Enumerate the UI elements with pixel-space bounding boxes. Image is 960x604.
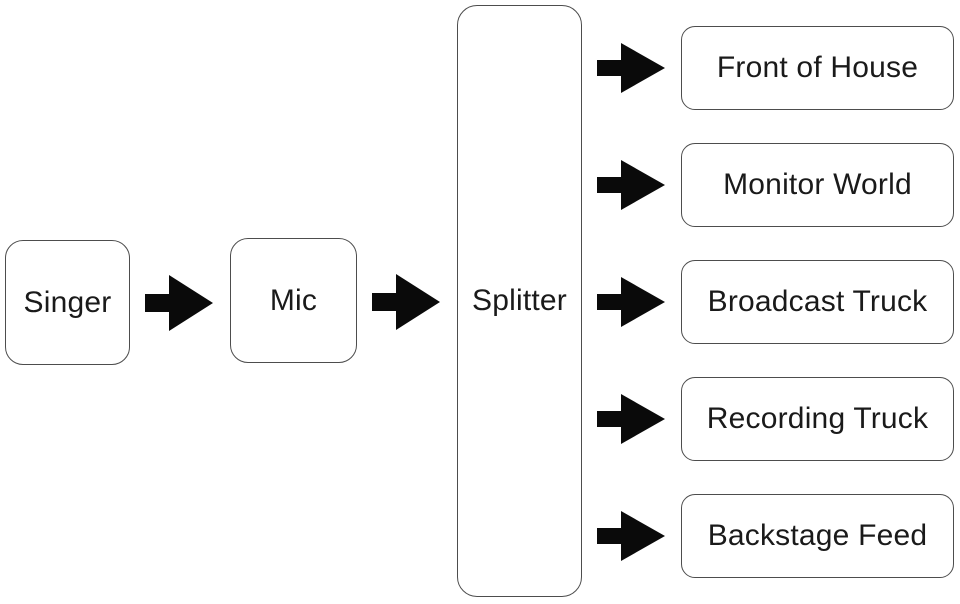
arrow-right-icon — [597, 394, 665, 444]
arrow-right-icon — [597, 277, 665, 327]
node-singer: Singer — [5, 240, 130, 365]
node-singer-label: Singer — [23, 285, 112, 319]
node-front-of-house-label: Front of House — [716, 51, 919, 84]
arrow-right-icon — [597, 511, 665, 561]
edge-splitter-to-backstage-feed — [597, 511, 665, 561]
node-splitter-label: Splitter — [472, 284, 567, 317]
node-broadcast-truck-label: Broadcast Truck — [707, 285, 928, 318]
edge-splitter-to-front-of-house — [597, 43, 665, 93]
edge-splitter-to-broadcast-truck — [597, 277, 665, 327]
edge-mic-to-splitter — [372, 274, 440, 330]
node-splitter: Splitter — [457, 5, 582, 597]
arrow-right-icon — [372, 274, 440, 330]
arrow-right-icon — [145, 275, 213, 331]
node-recording-truck: Recording Truck — [681, 377, 954, 461]
node-mic: Mic — [230, 238, 357, 363]
arrow-right-icon — [597, 160, 665, 210]
node-backstage-feed: Backstage Feed — [681, 494, 954, 578]
node-backstage-feed-label: Backstage Feed — [707, 519, 928, 552]
node-broadcast-truck: Broadcast Truck — [681, 260, 954, 344]
edge-splitter-to-recording-truck — [597, 394, 665, 444]
node-front-of-house: Front of House — [681, 26, 954, 110]
arrow-right-icon — [597, 43, 665, 93]
node-monitor-world-label: Monitor World — [723, 168, 912, 201]
node-monitor-world: Monitor World — [681, 143, 954, 227]
edge-splitter-to-monitor-world — [597, 160, 665, 210]
edge-singer-to-mic — [145, 275, 213, 331]
node-recording-truck-label: Recording Truck — [706, 402, 929, 435]
node-mic-label: Mic — [269, 283, 318, 317]
